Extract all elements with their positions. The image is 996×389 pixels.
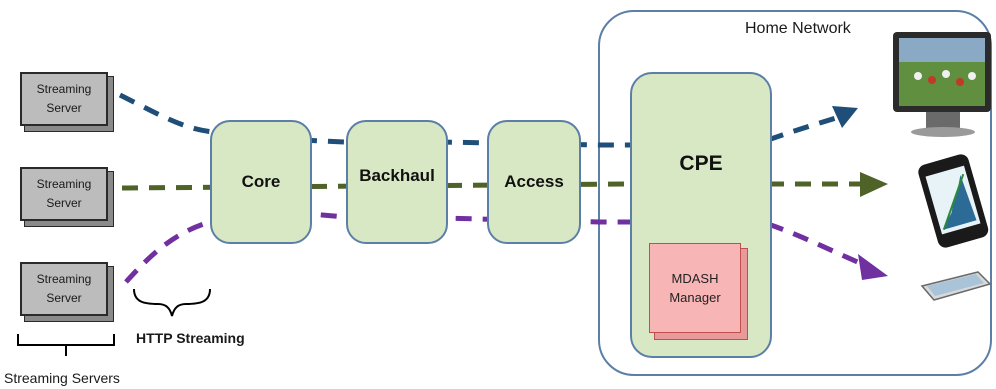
access-label: Access [504, 172, 564, 191]
core-label: Core [241, 172, 281, 191]
backhaul-node: Backhaul [346, 120, 448, 244]
cpe-label: CPE [679, 152, 723, 175]
streaming-server-3: Streaming Server [20, 262, 108, 316]
flow-line-purple-out [767, 221, 864, 267]
streaming-servers-label: Streaming Servers [4, 370, 120, 386]
mdash-manager-box: MDASH Manager [649, 243, 741, 333]
tv-monitor-icon [893, 32, 991, 137]
backhaul-label: Backhaul [359, 166, 435, 185]
arrow-head-green [860, 172, 888, 197]
home-network-title: Home Network [745, 20, 851, 37]
streaming-server-1: Streaming Server [20, 72, 108, 126]
access-node: Access [487, 120, 581, 244]
http-streaming-label: HTTP Streaming [136, 330, 245, 346]
core-node: Core [210, 120, 312, 244]
streaming-server-2: Streaming Server [20, 167, 108, 221]
arrow-head-purple [858, 254, 888, 280]
tablet-icon [920, 271, 992, 301]
arrow-head-blue [832, 106, 858, 128]
smartphone-icon [918, 154, 989, 248]
http-streaming-brace [133, 288, 211, 317]
flow-line-blue-out [767, 115, 837, 143]
home-network-frame [598, 10, 992, 376]
streaming-servers-bracket [17, 334, 115, 356]
